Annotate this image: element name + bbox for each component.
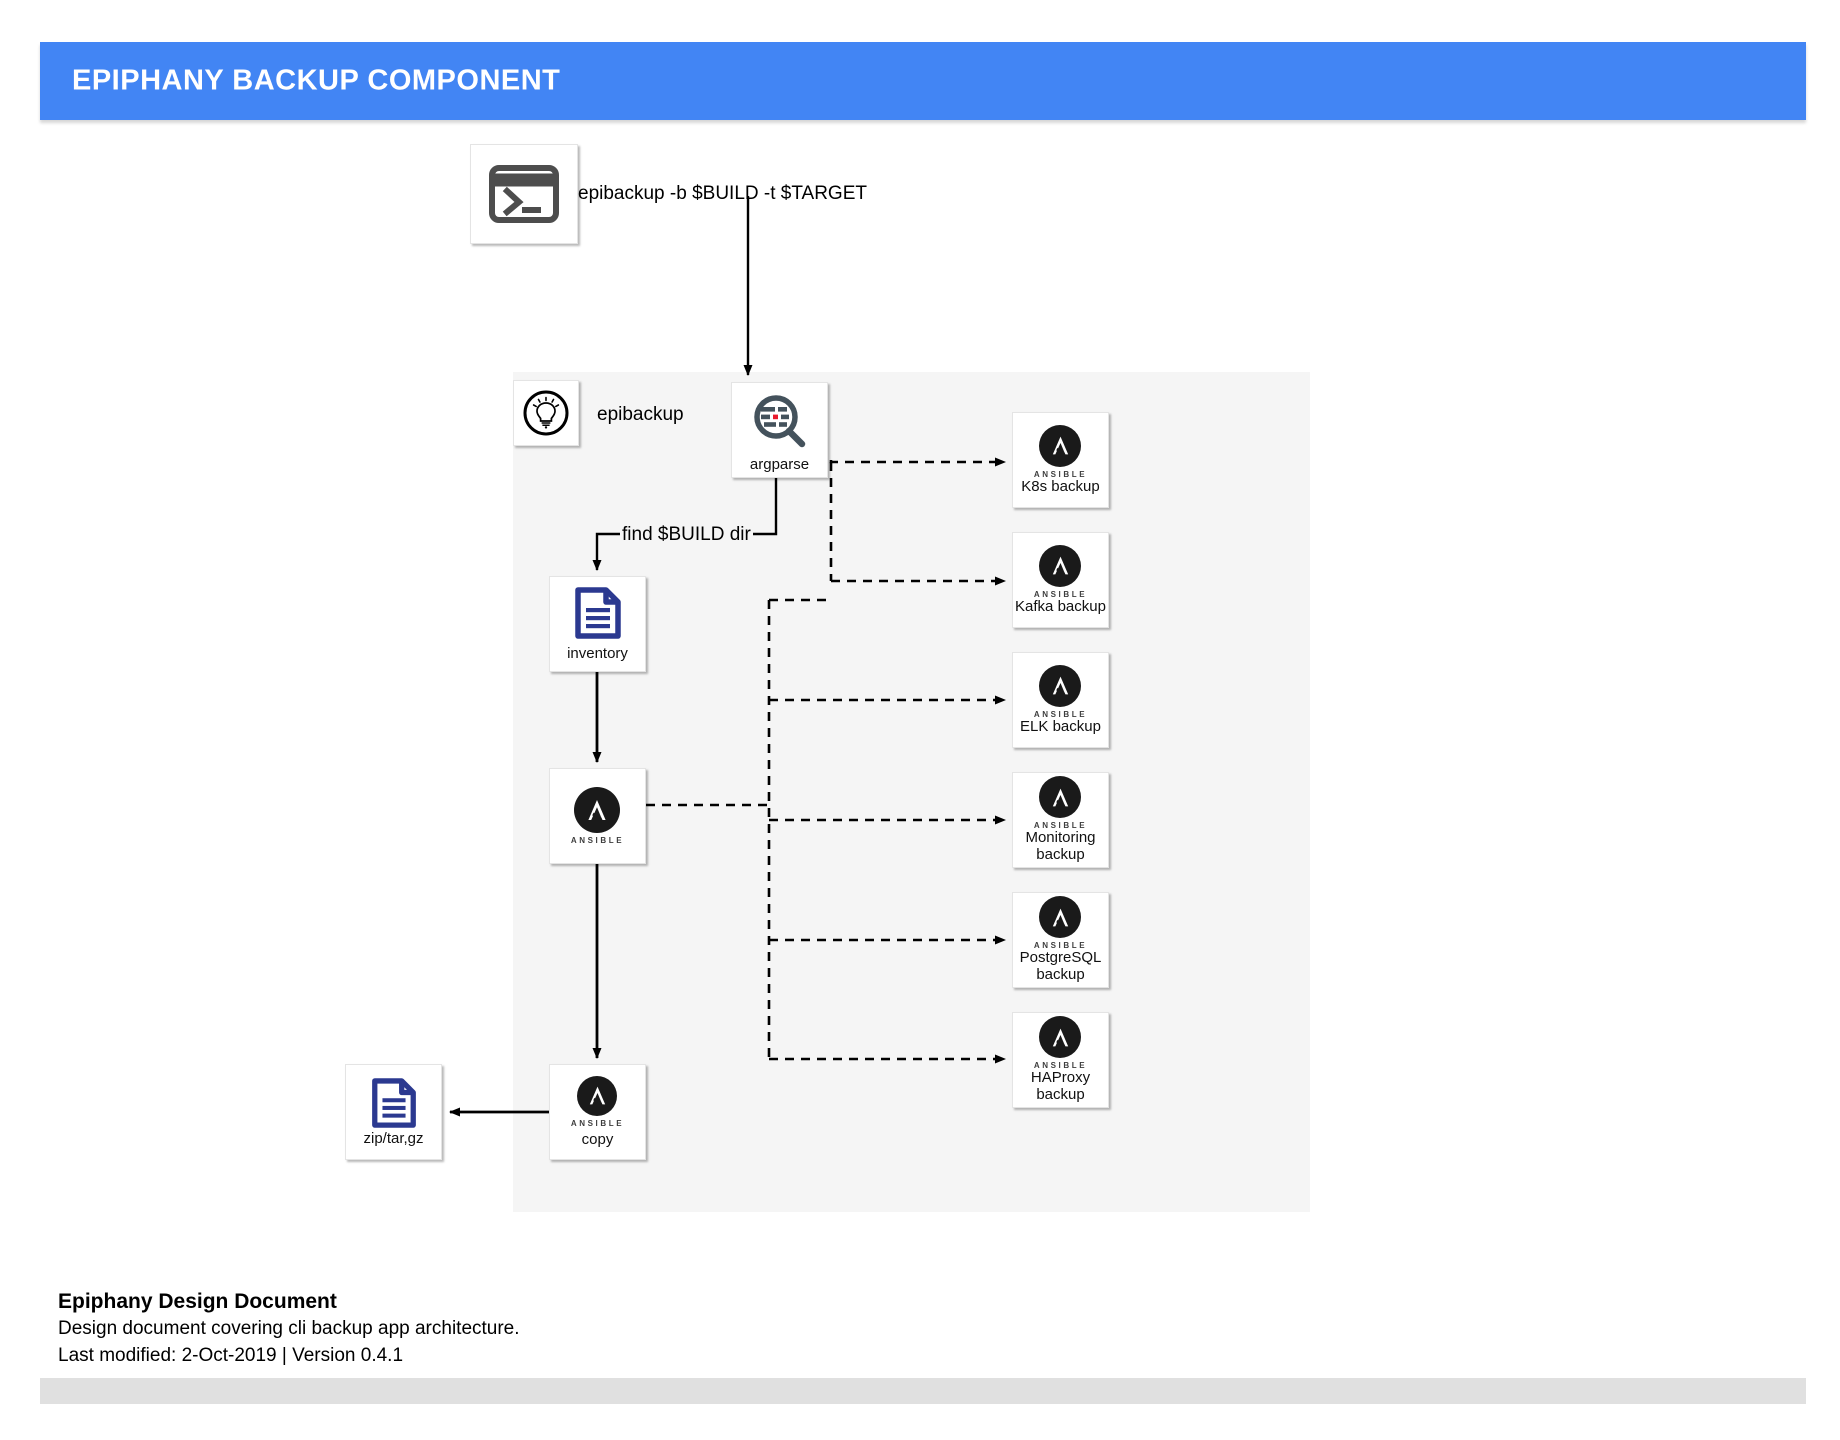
node-caption: inventory <box>567 644 628 662</box>
ansible-wordmark: ANSIBLE <box>1033 1061 1088 1071</box>
node-caption: ELK backup <box>1020 717 1101 735</box>
ansible-icon <box>1039 1016 1082 1059</box>
node-caption: zip/tar,gz <box>363 1129 424 1147</box>
document-icon <box>574 586 621 639</box>
ansible-icon <box>1039 664 1082 707</box>
terminal-icon <box>489 165 559 223</box>
archive-output-node[interactable]: zip/tar,gz <box>345 1064 442 1160</box>
page-title: EPIPHANY BACKUP COMPONENT <box>72 64 561 97</box>
ansible-wordmark: ANSIBLE <box>1033 469 1088 479</box>
node-caption: Kafka backup <box>1015 597 1106 615</box>
lightbulb-icon <box>523 390 569 436</box>
argparse-magnifier-icon <box>753 394 805 447</box>
ansible-wordmark: ANSIBLE <box>1033 941 1088 951</box>
ansible-wordmark: ANSIBLE <box>1033 709 1088 719</box>
footer-meta: Last modified: 2-Oct-2019 | Version 0.4.… <box>58 1345 404 1367</box>
copy-node[interactable]: ANSIBLE copy <box>549 1064 646 1160</box>
footer: Epiphany Design Document Design document… <box>58 1288 958 1370</box>
document-icon <box>371 1077 416 1128</box>
find-build-dir-label: find $BUILD dir <box>620 524 753 546</box>
ansible-icon <box>1039 544 1082 587</box>
header-bar: EPIPHANY BACKUP COMPONENT <box>40 42 1806 120</box>
footer-bar <box>40 1378 1806 1404</box>
ansible-icon <box>574 787 621 833</box>
node-caption: HAProxy backup <box>1030 1069 1091 1103</box>
node-caption: copy <box>581 1130 614 1148</box>
command-label: epibackup -b $BUILD -t $TARGET <box>578 183 867 204</box>
ansible-node[interactable]: ANSIBLE <box>549 768 646 864</box>
node-caption: K8s backup <box>1021 477 1100 495</box>
ansible-wordmark: ANSIBLE <box>570 1118 625 1128</box>
ansible-wordmark: ANSIBLE <box>1033 821 1088 831</box>
ansible-icon <box>1039 896 1082 939</box>
component-label: epibackup <box>597 404 684 425</box>
ansible-icon <box>1039 424 1082 467</box>
epibackup-component-node[interactable] <box>513 380 579 446</box>
ansible-wordmark: ANSIBLE <box>1033 589 1088 599</box>
terminal-node[interactable] <box>470 144 578 244</box>
ansible-icon <box>577 1075 618 1116</box>
inventory-node[interactable]: inventory <box>549 576 646 672</box>
node-caption: Monitoring backup <box>1025 829 1096 863</box>
footer-subtitle: Design document covering cli backup app … <box>58 1318 520 1340</box>
node-caption: PostgreSQL backup <box>1019 949 1102 983</box>
ansible-wordmark: ANSIBLE <box>570 836 625 845</box>
node-caption: argparse <box>749 455 810 473</box>
footer-title: Epiphany Design Document <box>58 1290 337 1313</box>
ansible-icon <box>1039 776 1082 819</box>
argparse-node[interactable]: argparse <box>731 382 828 478</box>
